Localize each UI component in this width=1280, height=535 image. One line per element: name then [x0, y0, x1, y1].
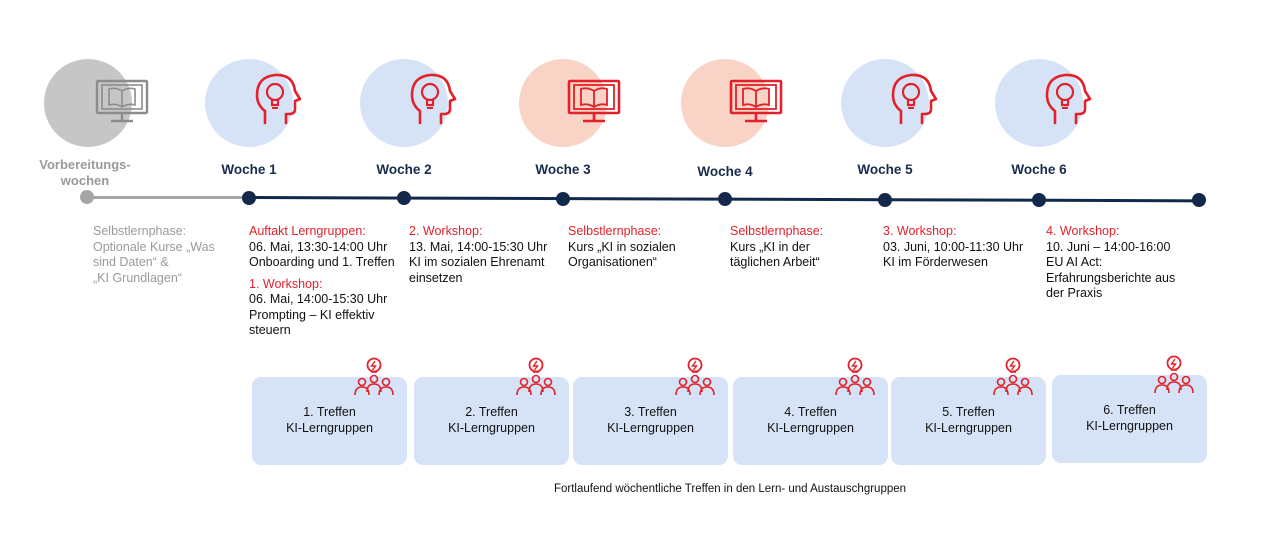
- meeting-box: 1. Treffen KI-Lerngruppen: [252, 377, 407, 465]
- timeline-dot-week-1: [242, 191, 256, 205]
- group-lightbulb-icon: [1154, 355, 1194, 394]
- meeting-title: 5. Treffen: [942, 405, 995, 419]
- timeline-dot-week-3: [556, 192, 570, 206]
- week-3-line: Selbstlernphase:: [568, 224, 662, 238]
- week-3-label: Woche 3: [535, 162, 591, 177]
- timeline-dot-week-2: [397, 191, 411, 205]
- week-6-line: 10. Juni – 14:00-16:00: [1046, 239, 1171, 254]
- week-1-line: 06. Mai, 14:00-15:30 Uhr: [249, 292, 388, 306]
- group-lightbulb-icon: [993, 357, 1033, 396]
- week-5-line: 03. Juni, 10:00-11:30 Uhr: [883, 239, 1024, 254]
- week-1-line: 06. Mai, 13:30-14:00 Uhr: [249, 239, 388, 254]
- meeting-title: 3. Treffen: [624, 405, 677, 419]
- meeting-subtitle: KI-Lerngruppen: [448, 420, 535, 435]
- week-1-line: Onboarding und 1. Treffen: [249, 255, 395, 269]
- timeline-dot-end: [1192, 193, 1206, 207]
- week-5-label: Woche 5: [857, 162, 913, 177]
- week-5-line: KI im Förderwesen: [883, 255, 988, 269]
- head-lightbulb-icon: [1045, 73, 1092, 125]
- week-3-circle: [519, 59, 607, 147]
- timeline-dot-week-6: [1032, 193, 1046, 207]
- week-1-line: 1. Workshop:: [249, 276, 323, 291]
- head-lightbulb-icon: [255, 73, 302, 125]
- week-4-label: Woche 4: [697, 164, 753, 179]
- timeline-dot-prep: [80, 190, 94, 204]
- week-2-line: KI im sozialen Ehrenamt: [409, 255, 545, 269]
- caption: Fortlaufend wöchentliche Treffen in den …: [553, 483, 907, 495]
- meeting-title: 6. Treffen: [1103, 403, 1156, 417]
- week-1-line: steuern: [249, 323, 291, 337]
- group-lightbulb-icon: [835, 357, 875, 396]
- week-2-line: 13. Mai, 14:00-15:30 Uhr: [409, 239, 548, 254]
- meeting-subtitle: KI-Lerngruppen: [767, 420, 854, 435]
- week-6-line: Erfahrungsberichte aus: [1046, 270, 1176, 285]
- meeting-subtitle: KI-Lerngruppen: [286, 420, 373, 435]
- week-6-line: der Praxis: [1046, 286, 1103, 300]
- meeting-title: 2. Treffen: [465, 405, 518, 419]
- week-1-label: Woche 1: [221, 162, 277, 177]
- meeting-subtitle: KI-Lerngruppen: [607, 420, 694, 435]
- week-2-label: Woche 2: [376, 162, 432, 177]
- week-4-line: Kurs „KI in der: [730, 239, 810, 254]
- group-lightbulb-icon: [675, 357, 715, 396]
- meeting-box: 6. Treffen KI-Lerngruppen: [1052, 375, 1207, 463]
- meeting-subtitle: KI-Lerngruppen: [1086, 418, 1173, 433]
- week-6-line: 4. Workshop:: [1046, 224, 1120, 238]
- week-4-line: täglichen Arbeit“: [730, 255, 820, 269]
- meeting-title: 4. Treffen: [784, 405, 837, 419]
- head-lightbulb-icon: [410, 73, 457, 125]
- week-5-line: 3. Workshop:: [883, 224, 957, 238]
- week-3-line: Kurs „KI in sozialen: [568, 239, 676, 254]
- timeline-dot-week-5: [878, 193, 892, 207]
- meeting-title: 1. Treffen: [303, 405, 356, 419]
- monitor-book-icon: [567, 79, 621, 123]
- week-2-line: 2. Workshop:: [409, 224, 483, 238]
- week-4-circle: [681, 59, 769, 147]
- timeline-dot-week-4: [718, 192, 732, 206]
- week-2-line: einsetzen: [409, 270, 463, 285]
- week-6-line: EU AI Act:: [1046, 255, 1103, 269]
- monitor-book-icon: [95, 79, 149, 123]
- timeline-prep-line: [87, 196, 249, 199]
- week-6-label: Woche 6: [1011, 162, 1067, 177]
- week-1-description: Auftakt Lerngruppen:06. Mai, 13:30-14:00…: [249, 224, 409, 339]
- prep-circle: [44, 59, 132, 147]
- week-3-line: Organisationen“: [568, 255, 657, 269]
- group-lightbulb-icon: [354, 357, 394, 396]
- group-lightbulb-icon: [516, 357, 556, 396]
- prep-label: Vorbereitungs-wochen: [39, 157, 131, 188]
- week-1-line: Prompting – KI effektiv: [249, 307, 375, 322]
- monitor-book-icon: [729, 79, 783, 123]
- week-4-line: Selbstlernphase:: [730, 224, 824, 238]
- meeting-subtitle: KI-Lerngruppen: [925, 420, 1012, 435]
- head-lightbulb-icon: [891, 73, 938, 125]
- prep-description: Selbstlernphase:Optionale Kurse „Was sin…: [93, 224, 215, 285]
- week-1-line: Auftakt Lerngruppen:: [249, 224, 366, 238]
